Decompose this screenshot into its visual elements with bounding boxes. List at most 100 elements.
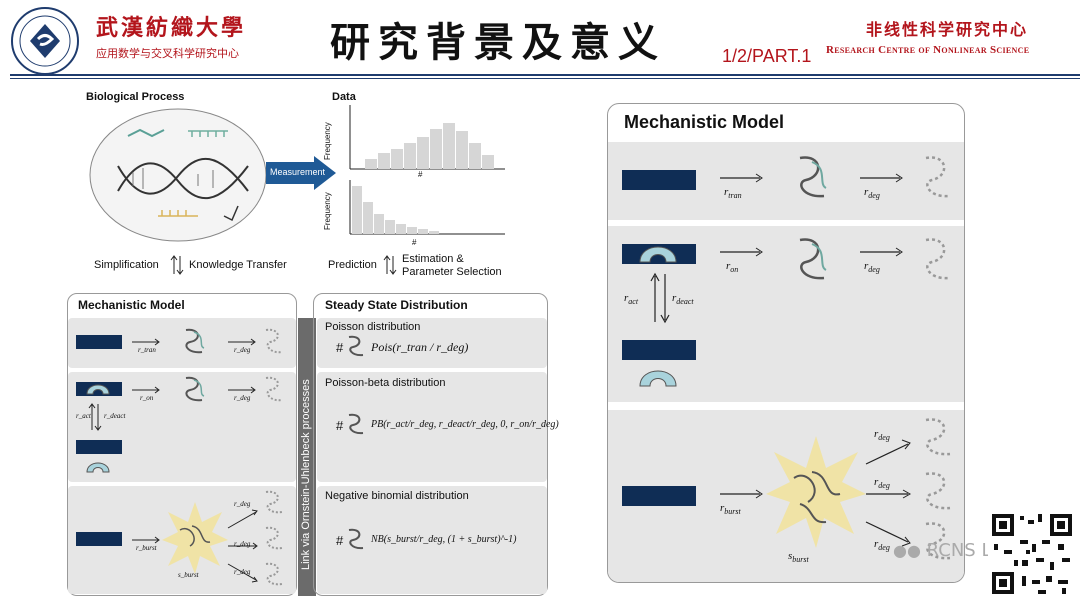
steady-state-title: Steady State Distribution: [325, 298, 468, 312]
degraded-mrna-stack-icon: [925, 418, 951, 560]
hash-symbol: #: [336, 340, 344, 355]
rate-label-burst: rburst: [720, 502, 741, 517]
right-mechanistic-title: Mechanistic Model: [624, 112, 785, 132]
link-label: Link via Ornstein-Uhlenbeck processes: [300, 379, 312, 570]
negbin-formula: NB(s_burst/r_deg, (1 + s_burst)^-1): [371, 534, 517, 545]
degraded-mrna-icon: [925, 238, 951, 280]
poisson-beta-formula: PB(r_act/r_deg, r_deact/r_deg, 0, r_on/r…: [371, 419, 559, 430]
burst-star-icon: [162, 502, 228, 574]
left-mechanistic-panel: [67, 293, 297, 596]
arrow-icon: [228, 338, 256, 346]
parameter-selection-label: Parameter Selection: [402, 266, 502, 278]
arrow-icon: [132, 386, 160, 394]
hist-x-label-bottom: #: [412, 238, 417, 247]
gene-bar: [76, 440, 122, 454]
mrna-icon: [185, 376, 205, 402]
hash-symbol: #: [336, 533, 344, 548]
school-name: 武漢紡織大學: [96, 15, 247, 41]
rate-label: r_deg: [234, 500, 251, 508]
rate-label-deg: rdeg: [874, 476, 890, 491]
mrna-icon: [185, 328, 205, 354]
header: 武漢紡織大學 应用数学与交叉科学研究中心 研究背景及意义 1/2/PART.1 …: [0, 0, 1080, 80]
mrna-icon: [348, 528, 364, 550]
up-down-arrows-icon-2: [383, 255, 397, 275]
switch-arrows-icon: [88, 403, 102, 431]
left-mechanistic-title: Mechanistic Model: [78, 298, 185, 312]
gene-bar: [622, 486, 696, 506]
arrow-icon: [132, 338, 160, 346]
burst-arrows-icon: [865, 439, 912, 547]
estimation-label: Estimation &: [402, 253, 464, 265]
gene-bar: [622, 170, 696, 190]
degraded-mrna-icon: [265, 328, 283, 354]
poisson-beta-title: Poisson-beta distribution: [325, 377, 446, 389]
burst-star-icon: [766, 436, 866, 548]
measurement-arrow-icon: [266, 156, 336, 190]
negbin-title: Negative binomial distribution: [325, 490, 469, 502]
hash-symbol: #: [336, 418, 344, 433]
arrow-icon: [720, 173, 763, 183]
mrna-icon: [799, 156, 827, 198]
rate-label-deact: rdeact: [672, 292, 694, 307]
part-label: 1/2/PART.1: [722, 46, 812, 66]
rate-label: r_deg: [234, 568, 251, 576]
measurement-label: Measurement: [270, 167, 326, 177]
mrna-icon: [799, 238, 827, 280]
activator-icon: [86, 462, 110, 473]
rate-label: r_on: [140, 394, 154, 402]
arrow-icon: [860, 247, 903, 257]
cell-illustration-icon: [89, 108, 267, 242]
university-logo-icon: [11, 7, 79, 75]
link-band: [298, 318, 316, 596]
activator-icon: [639, 246, 677, 263]
rate-label: r_deact: [104, 412, 126, 420]
rate-label: r_burst: [136, 544, 157, 552]
mrna-icon: [348, 413, 364, 435]
frequency-label-top: Frequency: [323, 122, 332, 160]
activator-icon: [639, 370, 677, 387]
activator-icon: [86, 384, 110, 395]
rate-label-deg: rdeg: [874, 428, 890, 443]
arrow-icon: [720, 247, 763, 257]
rate-label: r_deg: [234, 346, 251, 354]
rate-label: r_act: [76, 412, 91, 420]
histogram-bottom: [349, 180, 505, 235]
prediction-label: Prediction: [328, 259, 377, 271]
switch-arrows-icon: [650, 272, 670, 324]
arrow-icon: [860, 173, 903, 183]
rate-label-on: ron: [726, 260, 739, 275]
school-subtitle: 应用数学与交叉科学研究中心: [96, 47, 239, 60]
arrow-icon: [228, 386, 256, 394]
qr-code-icon[interactable]: [988, 510, 1076, 598]
up-down-arrows-icon: [170, 255, 184, 275]
arrow-icon: [132, 536, 160, 544]
rate-label-tran: rtran: [724, 186, 742, 201]
mrna-icon: [348, 335, 364, 357]
gene-bar: [622, 340, 696, 360]
header-divider-thin: [10, 78, 1080, 79]
gene-bar: [76, 335, 122, 349]
rate-label-deg: rdeg: [874, 538, 890, 553]
gene-bar: [76, 532, 122, 546]
hist-x-label-top: #: [418, 170, 423, 179]
knowledge-transfer-label: Knowledge Transfer: [189, 259, 287, 271]
research-centre-en: Research Centre of Nonlinear Science: [826, 44, 1030, 56]
data-title: Data: [332, 91, 356, 103]
degraded-mrna-icon: [925, 156, 951, 198]
poisson-title: Poisson distribution: [325, 321, 421, 333]
steady-state-panel: [313, 293, 548, 596]
right-mechanistic-panel: Mechanistic Model rtran rdeg ron rdeg ra…: [607, 103, 965, 583]
wechat-icon: ●●: [893, 541, 921, 560]
histogram-top: [349, 105, 505, 170]
rate-label: r_tran: [138, 346, 156, 354]
page-title: 研究背景及意义: [330, 19, 666, 66]
rate-label-sburst: sburst: [788, 550, 809, 565]
school-name-block: 武漢紡織大學 应用数学与交叉科学研究中心: [96, 10, 246, 61]
rate-label-deg: rdeg: [864, 186, 880, 201]
simplification-label: Simplification: [94, 259, 159, 271]
steady-row-poisson-beta: [317, 372, 547, 482]
biological-process-title: Biological Process: [86, 91, 185, 103]
steady-row-poisson: [317, 318, 547, 368]
rate-label: r_deg: [234, 540, 251, 548]
research-centre-cn: 非线性科学研究中心: [866, 20, 1029, 39]
